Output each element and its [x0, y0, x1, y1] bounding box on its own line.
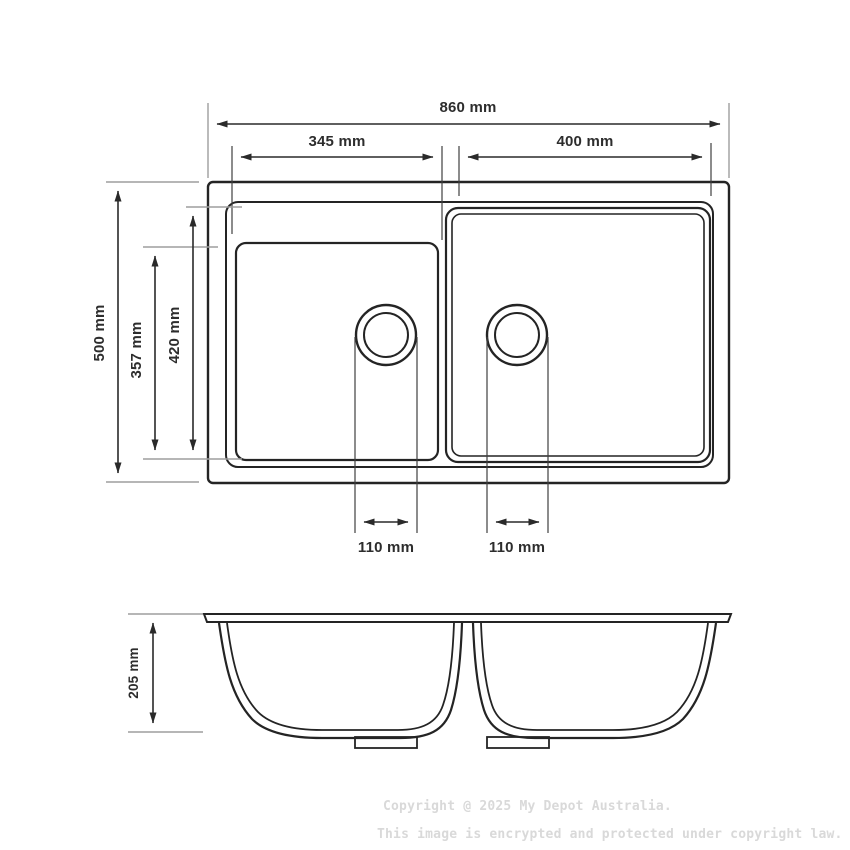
dim-right-bowl-depth: 420 mm	[166, 206, 242, 451]
dim-label-right-bowl-width: 400 mm	[556, 133, 613, 150]
dim-left-drain-offset: 110 mm	[354, 337, 418, 556]
right-bowl-wall-outer	[471, 622, 718, 740]
left-bowl-outline	[234, 241, 440, 462]
watermark: Copyright @ 2025 My Depot Australia. Thi…	[377, 799, 843, 842]
right-drain-hole-outer	[485, 303, 549, 367]
dim-bowl-height: 205 mm	[126, 613, 203, 733]
watermark-line2: This image is encrypted and protected un…	[377, 827, 843, 842]
dim-left-bowl-depth: 357 mm	[128, 246, 242, 460]
left-bowl-wall-inner	[226, 622, 455, 731]
dim-label-right-drain-offset: 110 mm	[489, 539, 545, 556]
left-bowl-wall-outer	[217, 622, 464, 740]
dim-label-left-bowl-width: 345 mm	[308, 133, 365, 150]
sink-rim-edge	[225, 201, 714, 468]
right-drain-boss	[486, 736, 550, 749]
counter-rim-section	[202, 613, 733, 623]
sink-outer-edge	[206, 180, 731, 485]
dim-right-bowl-width: 400 mm	[458, 133, 712, 196]
dim-label-overall-width: 860 mm	[439, 99, 496, 116]
right-drain-hole-inner	[494, 312, 540, 358]
front-view	[202, 613, 733, 749]
dim-label-right-bowl-depth: 420 mm	[166, 306, 183, 363]
dim-overall-depth: 500 mm	[91, 181, 199, 483]
dim-right-drain-offset: 110 mm	[486, 337, 549, 556]
left-drain-boss	[354, 736, 418, 749]
top-view	[206, 180, 731, 485]
dim-left-bowl-width: 345 mm	[231, 133, 443, 240]
dim-label-overall-depth: 500 mm	[91, 304, 108, 361]
dim-overall-width: 860 mm	[207, 99, 730, 178]
right-bowl-outer-outline	[444, 206, 712, 464]
dim-label-bowl-height: 205 mm	[126, 647, 141, 698]
left-drain-hole-inner	[363, 312, 409, 358]
dim-label-left-bowl-depth: 357 mm	[128, 321, 145, 378]
watermark-line1: Copyright @ 2025 My Depot Australia.	[383, 799, 672, 814]
right-bowl-wall-inner	[480, 622, 709, 731]
dim-label-left-drain-offset: 110 mm	[358, 539, 414, 556]
right-bowl-inner-outline	[451, 213, 705, 457]
left-drain-hole-outer	[354, 303, 418, 367]
